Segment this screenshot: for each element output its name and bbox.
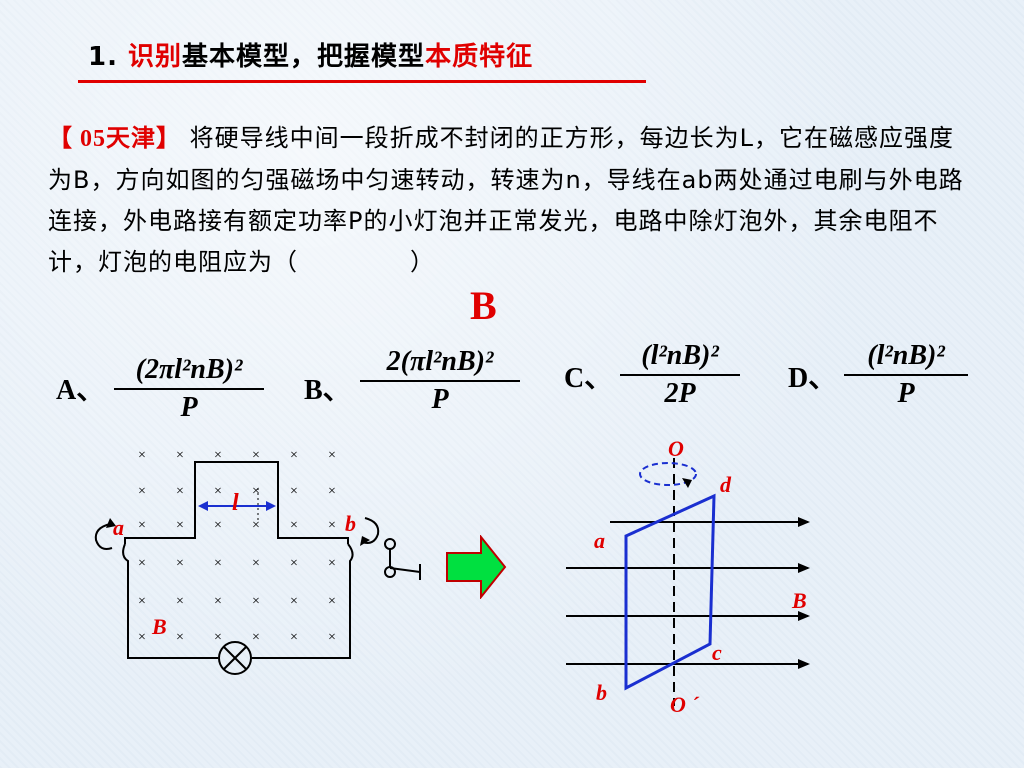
- label-b-right: b: [345, 511, 356, 536]
- field-x-mark: ×: [290, 630, 298, 645]
- field-x-mark: ×: [138, 630, 146, 645]
- option-a[interactable]: A、 (2πl²nB)² P: [56, 346, 276, 430]
- field-x-mark: ×: [328, 484, 336, 499]
- label-a: a: [594, 528, 605, 553]
- field-x-mark: ×: [214, 448, 222, 463]
- lamp-symbol: [218, 641, 252, 675]
- wire-outer-circuit: [122, 543, 354, 659]
- option-b-numerator: 2(πl²nB)²: [360, 346, 520, 382]
- option-d[interactable]: D、 (l²nB)² P: [788, 340, 988, 424]
- option-d-numerator: (l²nB)²: [844, 340, 968, 376]
- field-x-mark: ×: [138, 594, 146, 609]
- label-d: d: [720, 472, 732, 497]
- field-x-mark: ×: [176, 630, 184, 645]
- field-x-mark: ×: [176, 594, 184, 609]
- label-field-B: B: [151, 614, 167, 639]
- field-x-mark: ×: [290, 448, 298, 463]
- wire-coil: [124, 461, 349, 544]
- field-x-mark: ×: [290, 556, 298, 571]
- slide-title: 1. 识别基本模型，把握模型本质特征: [88, 36, 533, 73]
- option-c-numerator: (l²nB)²: [620, 340, 740, 376]
- crank-handle: [384, 538, 421, 580]
- field-x-mark: ×: [138, 484, 146, 499]
- label-O-prime: O ´: [670, 692, 699, 717]
- option-b-denominator: P: [431, 384, 449, 415]
- figure-rotating-loop: O O ´ d a B c b: [566, 436, 810, 717]
- coil-loop: [624, 493, 716, 691]
- option-a-numerator: (2πl²nB)²: [114, 354, 264, 390]
- label-c: c: [712, 640, 722, 665]
- option-a-fraction: (2πl²nB)² P: [114, 354, 264, 424]
- option-c-fraction: (l²nB)² 2P: [620, 340, 740, 410]
- field-x-mark: ×: [252, 518, 260, 533]
- field-x-mark: ×: [290, 594, 298, 609]
- option-c-label: C、: [564, 363, 613, 394]
- field-x-mark: ×: [138, 556, 146, 571]
- question-source-tag: 【 05天津】: [48, 126, 181, 152]
- option-b-fraction: 2(πl²nB)² P: [360, 346, 520, 416]
- rotation-ellipse: [639, 462, 697, 486]
- field-x-mark: ×: [138, 448, 146, 463]
- field-x-marks: × × × × × × × × × × × × × × × × × × × × × × × × × × × × × × × × × × × ×: [138, 448, 336, 645]
- title-number: 1.: [88, 42, 118, 72]
- field-x-mark: ×: [176, 484, 184, 499]
- label-O: O: [668, 436, 684, 461]
- figure-coil-circuit: × × × × × × × × × × × × × × × × × × × × × × × × × × × × × × × × × × × × l a…: [94, 448, 421, 675]
- question-close-paren: ）: [410, 248, 435, 276]
- field-x-mark: ×: [290, 518, 298, 533]
- field-x-mark: ×: [214, 518, 222, 533]
- field-x-mark: ×: [328, 518, 336, 533]
- field-x-mark: ×: [252, 630, 260, 645]
- option-c[interactable]: C、 (l²nB)² 2P: [564, 340, 764, 424]
- option-a-label: A、: [56, 375, 105, 406]
- field-x-mark: ×: [328, 594, 336, 609]
- label-b: b: [596, 680, 607, 705]
- option-d-fraction: (l²nB)² P: [844, 340, 968, 410]
- option-c-denominator: 2P: [664, 378, 696, 409]
- field-x-mark: ×: [252, 556, 260, 571]
- option-d-label: D、: [788, 363, 837, 394]
- field-x-mark: ×: [252, 448, 260, 463]
- title-underline: [78, 80, 646, 83]
- title-middle: 基本模型，把握模型: [182, 42, 426, 72]
- field-x-mark: ×: [328, 630, 336, 645]
- rotation-arrow-right: [361, 517, 380, 544]
- rotation-arrow-left: [94, 523, 113, 550]
- option-a-denominator: P: [180, 392, 198, 423]
- field-x-mark: ×: [214, 484, 222, 499]
- answer-mark: B: [470, 283, 497, 328]
- label-l: l: [232, 490, 239, 516]
- option-b[interactable]: B、 2(πl²nB)² P: [304, 346, 524, 430]
- option-b-label: B、: [304, 375, 351, 406]
- field-x-mark: ×: [176, 556, 184, 571]
- transform-arrow: [446, 535, 507, 599]
- field-x-mark: ×: [328, 448, 336, 463]
- title-red-2: 本质特征: [425, 42, 534, 72]
- field-x-mark: ×: [138, 518, 146, 533]
- question-body: 将硬导线中间一段折成不封闭的正方形，每边长为L，它在磁感应强度为B，方向如图的匀…: [48, 124, 964, 276]
- label-a-left: a: [113, 515, 124, 540]
- title-red-1: 识别: [128, 42, 183, 72]
- field-x-mark: ×: [214, 556, 222, 571]
- field-x-mark: ×: [176, 518, 184, 533]
- field-x-mark: ×: [176, 448, 184, 463]
- label-B: B: [791, 588, 807, 613]
- field-x-mark: ×: [214, 630, 222, 645]
- field-x-mark: ×: [290, 484, 298, 499]
- field-x-mark: ×: [252, 484, 260, 499]
- question-text: 【 05天津】 将硬导线中间一段折成不封闭的正方形，每边长为L，它在磁感应强度为…: [48, 118, 968, 283]
- field-x-mark: ×: [214, 594, 222, 609]
- field-x-mark: ×: [328, 556, 336, 571]
- field-x-mark: ×: [252, 594, 260, 609]
- option-d-denominator: P: [897, 378, 915, 409]
